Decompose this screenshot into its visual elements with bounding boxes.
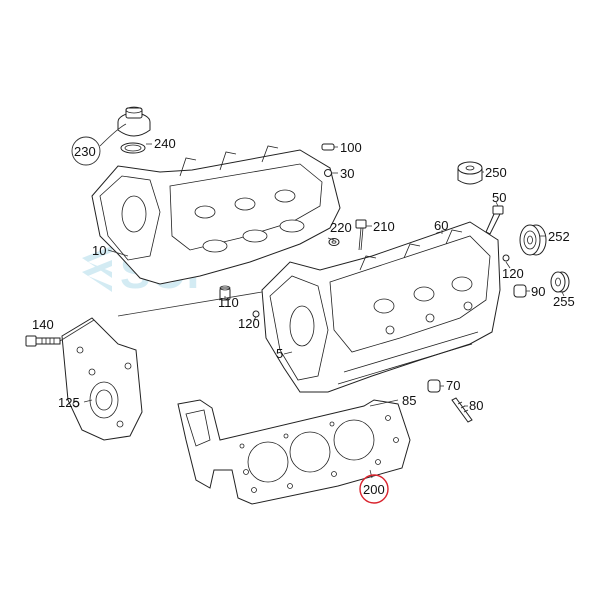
label-140: 140: [32, 317, 54, 332]
bolt-50: [485, 205, 504, 235]
label-120-left: 120: [238, 316, 260, 331]
pin-100: [321, 143, 335, 151]
oil-filler-cap: [117, 106, 151, 137]
washer-220: [328, 238, 340, 246]
cylinder-head-right: [261, 221, 501, 393]
label-230: 230: [74, 144, 96, 159]
label-125: 125: [58, 395, 80, 410]
seal-ring: [120, 142, 146, 154]
label-90: 90: [531, 284, 545, 299]
plug-cap-250: [457, 161, 483, 185]
label-10: 10: [92, 243, 106, 258]
dowel-120-right: [502, 254, 510, 262]
timing-cover-125: [61, 317, 143, 441]
label-240: 240: [154, 136, 176, 151]
label-200: 200: [363, 482, 385, 497]
label-30: 30: [340, 166, 354, 181]
pin-30: [324, 169, 332, 177]
label-120-right: 120: [502, 266, 524, 281]
bolt-140: [25, 335, 61, 347]
label-100: 100: [340, 140, 362, 155]
label-70: 70: [446, 378, 460, 393]
label-80: 80: [469, 398, 483, 413]
highlight-circle: [359, 474, 389, 504]
label-60: 60: [434, 218, 448, 233]
label-250: 250: [485, 165, 507, 180]
label-220: 220: [330, 220, 352, 235]
stud-80: [451, 397, 473, 423]
cylinder-head-left: [91, 145, 341, 285]
label-5: 5: [276, 346, 283, 361]
label-255: 255: [553, 294, 575, 309]
label-210: 210: [373, 219, 395, 234]
leader-lines: [59, 123, 565, 479]
label-252: 252: [548, 229, 570, 244]
sprocket-255: [550, 271, 570, 293]
part-labels: 230 240 100 30 250 50 60 210 220 252 10 …: [32, 136, 575, 497]
sleeve-70: [427, 379, 441, 393]
head-gasket-200: [177, 399, 411, 505]
sleeve-90: [513, 284, 527, 298]
label-50: 50: [492, 190, 506, 205]
label-85: 85: [402, 393, 416, 408]
camshaft-gear-252: [519, 224, 547, 256]
label-110: 110: [218, 295, 239, 310]
bolt-210: [355, 219, 367, 251]
